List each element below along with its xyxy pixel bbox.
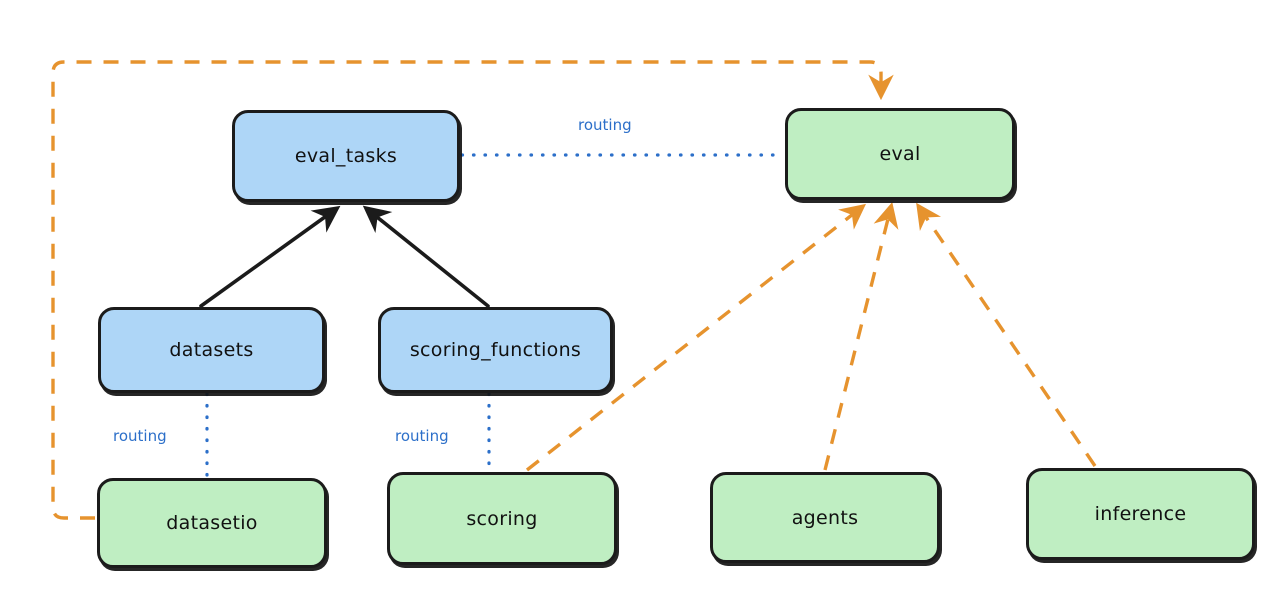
edge-agents-to-eval: [823, 202, 899, 471]
edge-datasets-to-eval-tasks: [199, 205, 341, 308]
edge-datasetio-to-eval: [51, 60, 894, 520]
node-label-datasetio: datasetio: [166, 512, 258, 534]
node-agents[interactable]: agents: [710, 472, 940, 563]
node-label-eval: eval: [879, 143, 921, 165]
node-label-agents: agents: [791, 506, 859, 529]
edge-label-routing-datasets-datasetio: routing: [113, 427, 167, 445]
node-scoring[interactable]: scoring: [387, 472, 617, 565]
node-datasetio[interactable]: datasetio: [97, 478, 327, 568]
edge-scoring-to-eval: [525, 203, 867, 472]
node-label-eval-tasks: eval_tasks: [294, 145, 398, 167]
edge-label-routing-scoring-functions-scoring: routing: [395, 427, 449, 445]
node-eval[interactable]: eval: [785, 108, 1015, 200]
node-label-inference: inference: [1094, 503, 1187, 525]
node-eval-tasks[interactable]: eval_tasks: [232, 110, 460, 202]
node-label-datasets: datasets: [169, 339, 254, 361]
edge-scoring-functions-to-eval-tasks: [362, 205, 490, 308]
edge-inference-to-eval: [916, 202, 1097, 467]
node-datasets[interactable]: datasets: [98, 307, 325, 393]
edge-label-routing-eval-tasks-eval: routing: [578, 116, 632, 134]
node-label-scoring: scoring: [466, 507, 538, 530]
node-inference[interactable]: inference: [1026, 468, 1255, 560]
node-label-scoring-functions: scoring_functions: [409, 339, 582, 361]
node-scoring-functions[interactable]: scoring_functions: [378, 307, 613, 393]
